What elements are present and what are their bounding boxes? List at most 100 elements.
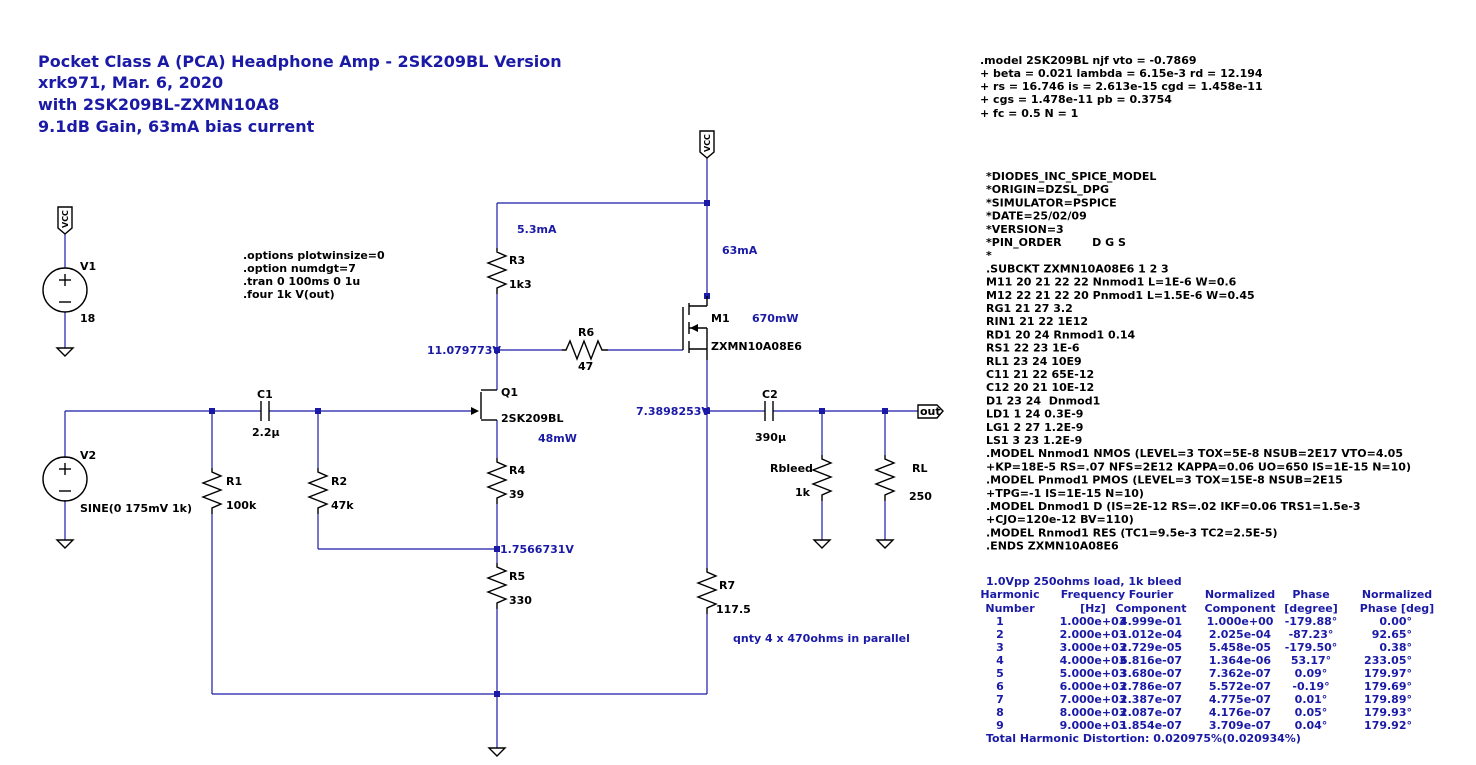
fourier-header-cell: Fourier bbox=[1129, 588, 1174, 601]
fourier-cell: 1.364e-06 bbox=[1209, 654, 1271, 667]
annotation-m1-power: 670mW bbox=[752, 312, 799, 325]
directive-line: .option numdgt=7 bbox=[243, 262, 356, 275]
fourier-cell: 179.69° bbox=[1364, 680, 1412, 693]
resistor-r3: R3 1k3 bbox=[486, 248, 532, 294]
model-line: M12 22 21 22 20 Pnmod1 L=1.5E-6 W=0.45 bbox=[986, 289, 1255, 302]
model-line: RG1 21 27 3.2 bbox=[986, 302, 1073, 315]
title-block: Pocket Class A (PCA) Headphone Amp - 2SK… bbox=[38, 52, 562, 136]
fourier-cell: -179.50° bbox=[1285, 641, 1338, 654]
fourier-cell: 4.775e-07 bbox=[1209, 693, 1271, 706]
annotation-q1-source-voltage: 1.7566731V bbox=[500, 543, 574, 556]
ground-symbols bbox=[55, 347, 895, 757]
fourier-cell: 0.05° bbox=[1295, 706, 1328, 719]
resistor-rl: RL 250 bbox=[874, 455, 932, 503]
model-line: + cgs = 1.478e-11 pb = 0.3754 bbox=[980, 93, 1172, 106]
model-line: D1 23 24 Dnmod1 bbox=[986, 394, 1100, 407]
fourier-header-cell: Component bbox=[1116, 602, 1187, 615]
model-line: .ENDS ZXMN10A08E6 bbox=[986, 540, 1119, 553]
resistor-r1: R1 100k bbox=[201, 468, 257, 514]
r7-value: 117.5 bbox=[716, 603, 751, 616]
v1-value: 18 bbox=[80, 312, 95, 325]
fourier-cell: 8 bbox=[996, 706, 1004, 719]
fourier-header-cell: [Hz] bbox=[1080, 602, 1106, 615]
rbleed-name: Rbleed bbox=[770, 462, 813, 475]
capacitor-c2: C2 390μ bbox=[755, 388, 786, 444]
c1-name: C1 bbox=[257, 388, 273, 401]
fourier-cell: 4.999e-01 bbox=[1120, 615, 1182, 628]
sim-directives: .options plotwinsize=0 .option numdgt=7 … bbox=[243, 249, 385, 301]
fourier-cell: 2.025e-04 bbox=[1209, 628, 1271, 641]
wires bbox=[64, 158, 918, 748]
fourier-cell: 6.816e-07 bbox=[1120, 654, 1182, 667]
fourier-header: HarmonicNumberFrequency[Hz]FourierCompon… bbox=[980, 588, 1434, 615]
fourier-cell: 1.012e-04 bbox=[1120, 628, 1182, 641]
fourier-cell: 92.65° bbox=[1372, 628, 1412, 641]
resistor-rbleed: Rbleed 1k bbox=[770, 455, 833, 501]
r4-name: R4 bbox=[509, 464, 525, 477]
source-v1: V1 18 bbox=[42, 260, 96, 325]
vcc-flag-label: VCC bbox=[61, 210, 70, 228]
fourier-cell: 179.89° bbox=[1364, 693, 1412, 706]
jfet-model-text: .model 2SK209BL njf vto = -0.7869 + beta… bbox=[980, 54, 1263, 120]
m1-name: M1 bbox=[711, 312, 730, 325]
title-line-1: Pocket Class A (PCA) Headphone Amp - 2SK… bbox=[38, 52, 562, 71]
c2-name: C2 bbox=[762, 388, 778, 401]
resistor-r7: R7 117.5 bbox=[696, 568, 751, 616]
model-line: .MODEL Dnmod1 D (IS=2E-12 RS=.02 IKF=0.0… bbox=[986, 500, 1361, 513]
fourier-cell: 5.458e-05 bbox=[1209, 641, 1271, 654]
vcc-flag-top: VCC bbox=[699, 130, 715, 159]
c2-value: 390μ bbox=[755, 431, 786, 444]
capacitor-c1: C1 2.2μ bbox=[252, 388, 280, 439]
r2-value: 47k bbox=[331, 499, 354, 512]
op-annotations: 5.3mA 63mA 670mW 48mW 11.079773V 7.38982… bbox=[427, 223, 910, 645]
model-line: *DATE=25/02/09 bbox=[986, 210, 1087, 223]
v2-value: SINE(0 175mV 1k) bbox=[80, 502, 192, 515]
r5-value: 330 bbox=[509, 594, 532, 607]
model-line: LS1 3 23 1.2E-9 bbox=[986, 434, 1082, 447]
model-line: RIN1 21 22 1E12 bbox=[986, 315, 1088, 328]
fourier-cell: 1.854e-07 bbox=[1120, 719, 1182, 732]
r6-name: R6 bbox=[578, 326, 594, 339]
r7-name: R7 bbox=[719, 579, 735, 592]
q1-value: 2SK209BL bbox=[501, 412, 563, 425]
model-line: RL1 23 24 10E9 bbox=[986, 355, 1082, 368]
fourier-cell: 7 bbox=[996, 693, 1004, 706]
fourier-cell: 1.000e+00 bbox=[1207, 615, 1274, 628]
jfet-q1: Q1 2SK209BL bbox=[471, 386, 563, 425]
fourier-cell: 7.362e-07 bbox=[1209, 667, 1271, 680]
mosfet-m1: M1 ZXMN10A08E6 bbox=[682, 296, 802, 360]
fourier-cell: 2.729e-05 bbox=[1120, 641, 1182, 654]
rl-value: 250 bbox=[909, 490, 932, 503]
fourier-caption: 1.0Vpp 250ohms load, 1k bleed bbox=[986, 575, 1182, 588]
r3-name: R3 bbox=[509, 254, 525, 267]
model-line: +CJO=120e-12 BV=110) bbox=[986, 513, 1134, 526]
model-line: M11 20 21 22 22 Nnmod1 L=1E-6 W=0.6 bbox=[986, 276, 1237, 289]
model-line: *VERSION=3 bbox=[986, 223, 1064, 236]
model-line: + fc = 0.5 N = 1 bbox=[980, 107, 1078, 120]
r1-value: 100k bbox=[226, 499, 257, 512]
fourier-header-cell: Phase bbox=[1292, 588, 1329, 601]
model-line: +KP=18E-5 RS=.07 NFS=2E12 KAPPA=0.06 UO=… bbox=[986, 460, 1411, 473]
fourier-cell: 5.572e-07 bbox=[1209, 680, 1271, 693]
fourier-cell: 0.38° bbox=[1379, 641, 1412, 654]
fourier-cell: 2 bbox=[996, 628, 1004, 641]
model-line: *PIN_ORDER D G S bbox=[986, 236, 1126, 249]
annotation-m1-current: 63mA bbox=[722, 244, 758, 257]
annotation-out-node-voltage: 7.3898253V bbox=[636, 405, 710, 418]
model-line: + beta = 0.021 lambda = 6.15e-3 rd = 12.… bbox=[980, 67, 1263, 80]
c1-value: 2.2μ bbox=[252, 426, 280, 439]
fourier-cell: 1.000e+03 bbox=[1060, 615, 1127, 628]
fourier-cell: 4 bbox=[996, 654, 1004, 667]
mosfet-model-text: *DIODES_INC_SPICE_MODEL*ORIGIN=DZSL_DPG*… bbox=[986, 170, 1411, 553]
fourier-cell: 53.17° bbox=[1291, 654, 1331, 667]
fourier-header-cell: [degree] bbox=[1284, 602, 1338, 615]
out-flag: out bbox=[917, 404, 944, 419]
source-v2: V2 SINE(0 175mV 1k) bbox=[42, 449, 192, 515]
thd-text: Total Harmonic Distortion: 0.020975%(0.0… bbox=[986, 732, 1301, 745]
model-line: RD1 20 24 Rnmod1 0.14 bbox=[986, 328, 1136, 341]
fourier-cell: 3 bbox=[996, 641, 1004, 654]
out-flag-label: out bbox=[920, 405, 941, 418]
v2-name: V2 bbox=[80, 449, 96, 462]
fourier-cell: 179.97° bbox=[1364, 667, 1412, 680]
